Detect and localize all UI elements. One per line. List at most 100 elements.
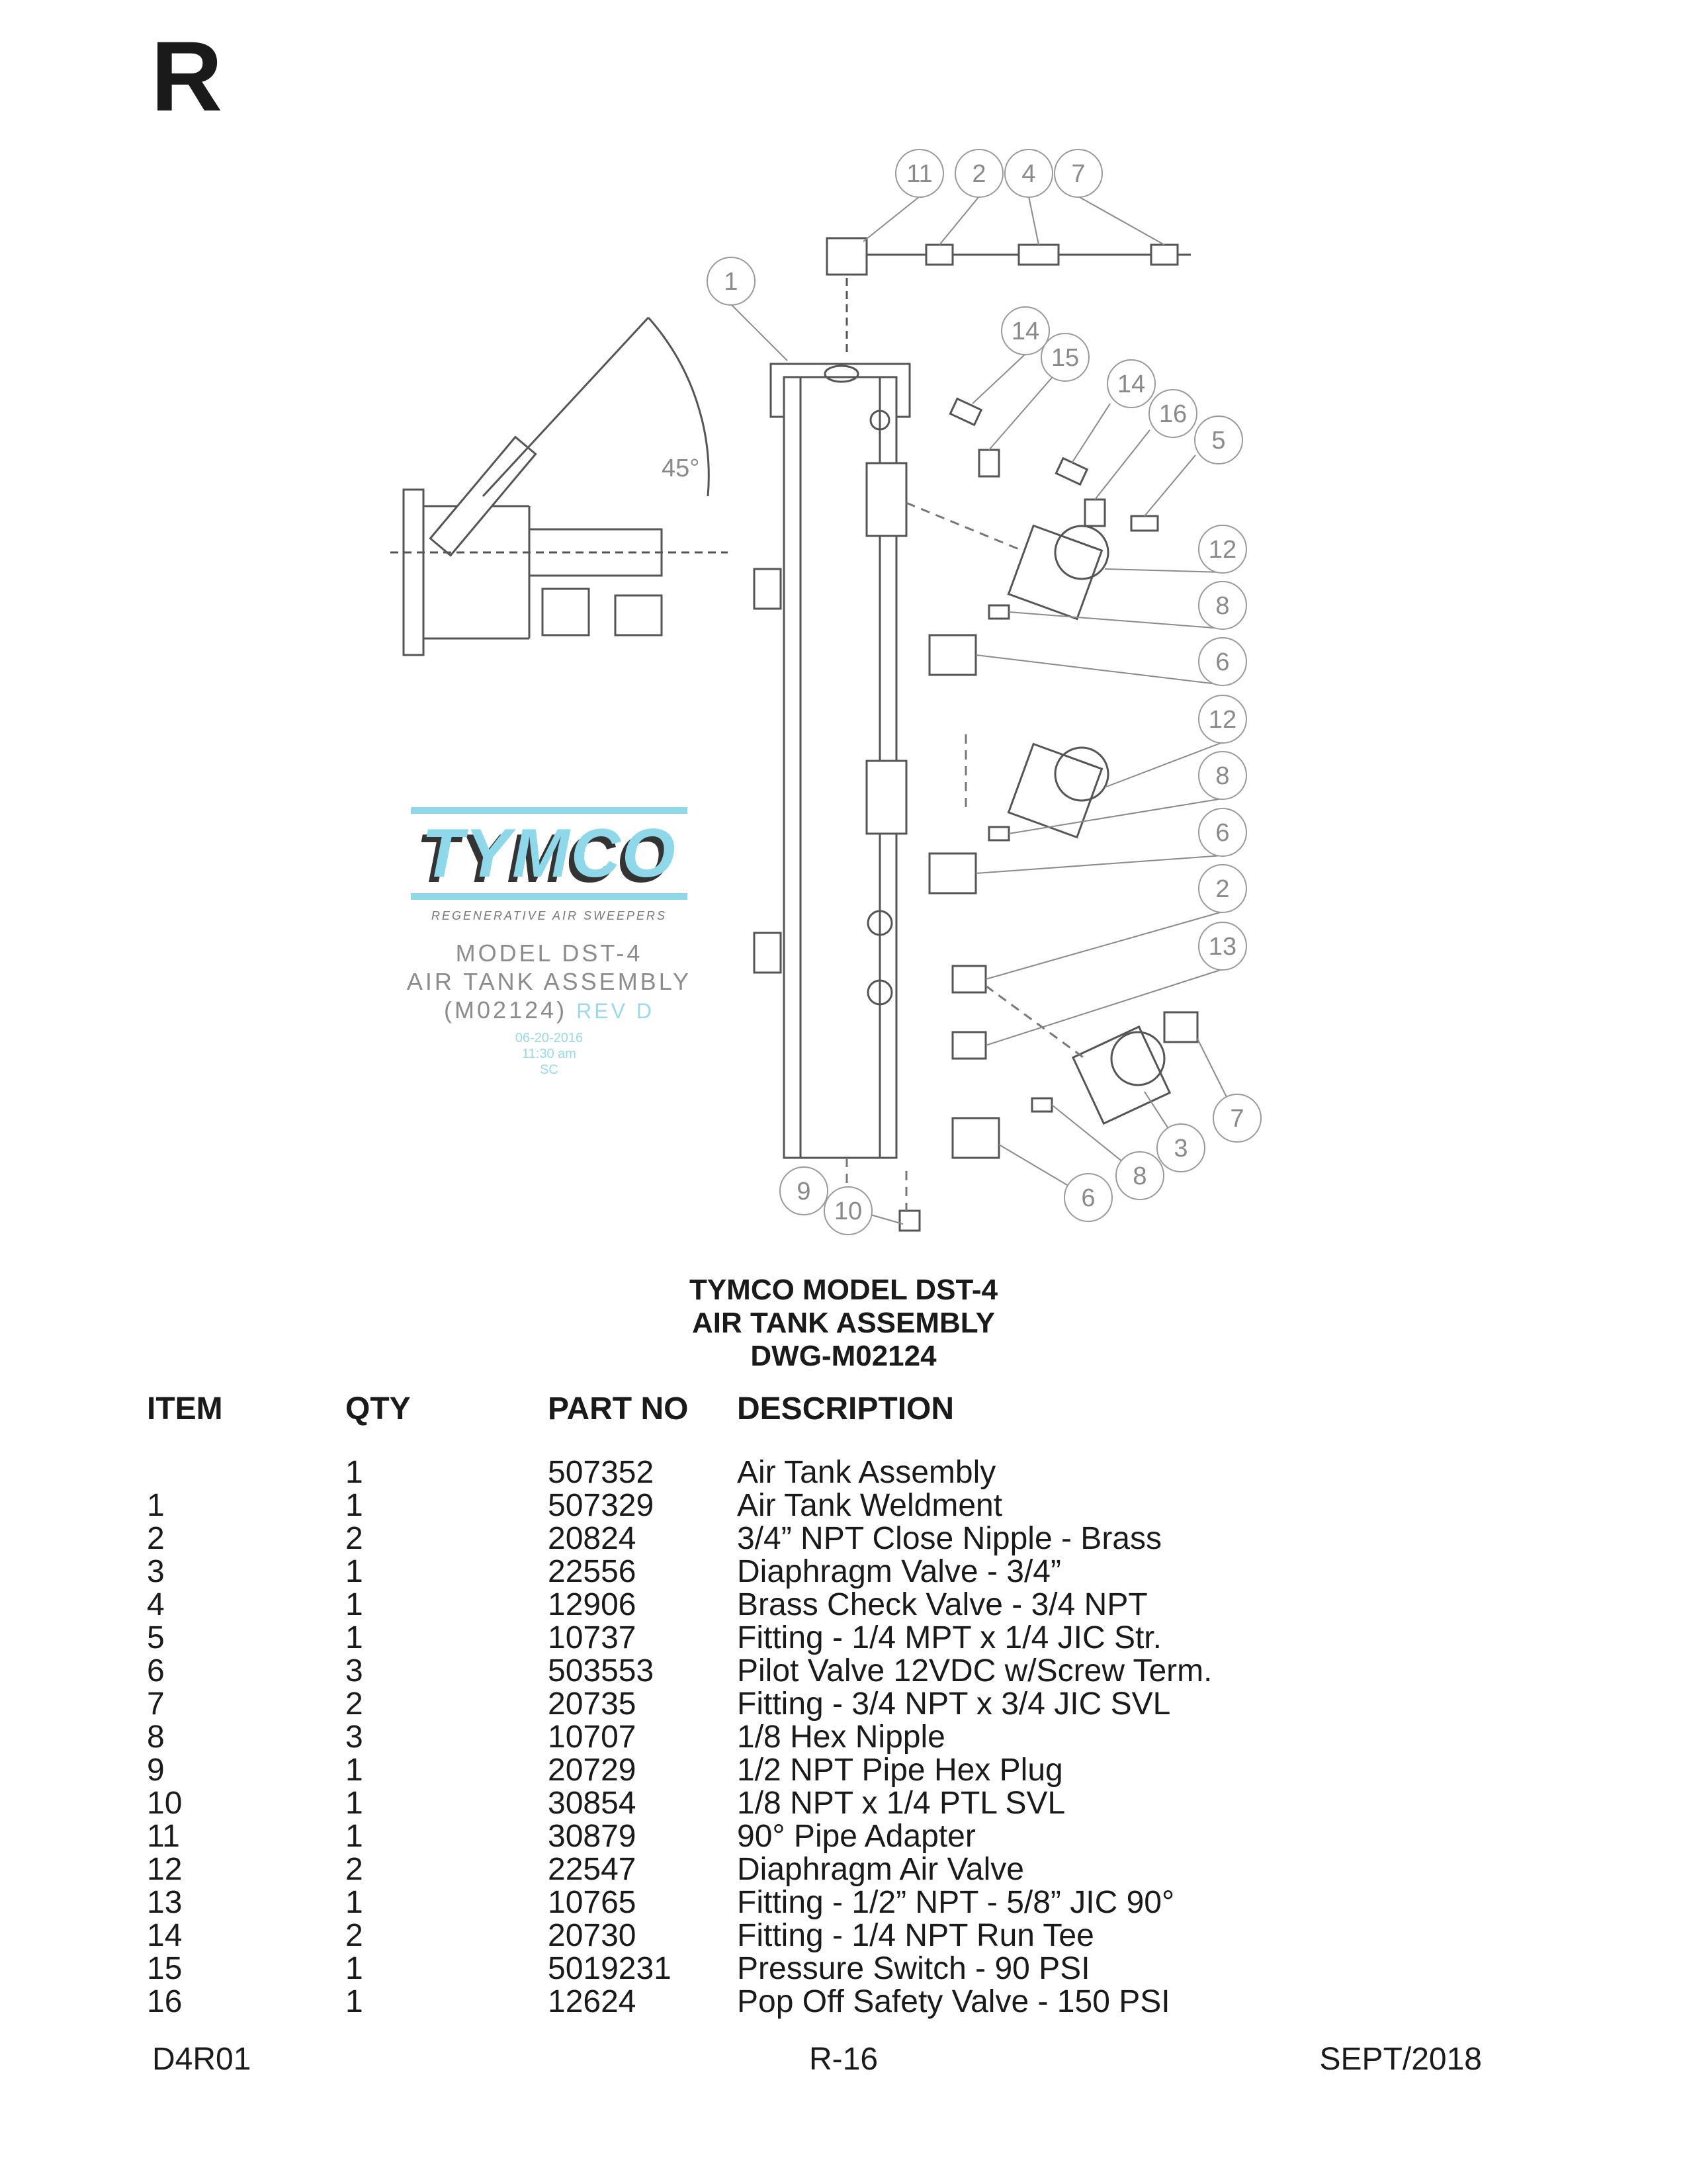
diaphragm-valve-upper bbox=[1007, 524, 1109, 621]
callout-balloon bbox=[955, 149, 1004, 198]
callout-balloon bbox=[1148, 389, 1197, 438]
callout-balloon bbox=[1041, 333, 1090, 382]
callout-number: 12 bbox=[1209, 706, 1236, 734]
stamp-assembly: AIR TANK ASSEMBLY bbox=[406, 968, 692, 996]
cell-part-no: 20735 bbox=[548, 1686, 636, 1722]
callout-14: 14 bbox=[1001, 306, 1050, 355]
callout-balloon bbox=[1054, 149, 1103, 198]
footer-doc-code: D4R01 bbox=[152, 2042, 251, 2077]
cell-qty: 1 bbox=[345, 1488, 363, 1523]
small-fittings bbox=[836, 397, 1199, 1232]
callout-balloon bbox=[1198, 695, 1247, 744]
cell-item: 4 bbox=[147, 1587, 165, 1622]
cell-qty: 1 bbox=[345, 1554, 363, 1589]
diaphragm-valve-lower bbox=[1071, 1025, 1172, 1125]
header-description: DESCRIPTION bbox=[737, 1391, 955, 1426]
stamp-drawing-number: (M02124) bbox=[444, 996, 568, 1024]
cell-item: 7 bbox=[147, 1686, 165, 1722]
callout-13: 13 bbox=[1198, 922, 1247, 971]
cell-item: 3 bbox=[147, 1554, 165, 1589]
callout-balloon bbox=[779, 1166, 828, 1215]
cell-item: 2 bbox=[147, 1521, 165, 1556]
stamp-model: MODEL DST-4 bbox=[455, 939, 643, 967]
cell-part-no: 10765 bbox=[548, 1885, 636, 1920]
side-view-inset bbox=[390, 316, 728, 656]
cell-qty: 3 bbox=[345, 1720, 363, 1755]
tank-port-stubs bbox=[753, 462, 908, 974]
cell-description: Diaphragm Air Valve bbox=[737, 1852, 1024, 1887]
table-row: 1 507352 Air Tank Assembly bbox=[147, 1456, 1332, 1489]
cell-description: Air Tank Assembly bbox=[737, 1455, 996, 1490]
callout-8: 8 bbox=[1198, 751, 1247, 800]
cell-qty: 1 bbox=[345, 1455, 363, 1490]
pilot-valves bbox=[928, 634, 1000, 1159]
callout-16: 16 bbox=[1148, 389, 1197, 438]
cell-description: Air Tank Weldment bbox=[737, 1488, 1003, 1523]
tymco-logo: TYMCO bbox=[411, 807, 687, 900]
cell-part-no: 507329 bbox=[548, 1488, 654, 1523]
stamp-revision: REV D bbox=[576, 999, 654, 1024]
stamp-time: 11:30 am bbox=[522, 1046, 576, 1061]
cell-part-no: 503553 bbox=[548, 1653, 654, 1688]
cell-item: 12 bbox=[147, 1852, 183, 1887]
cell-part-no: 22547 bbox=[548, 1852, 636, 1887]
callout-number: 7 bbox=[1230, 1105, 1244, 1133]
tymco-logo-stamp: TYMCO REGENERATIVE AIR SWEEPERS MODEL DS… bbox=[397, 807, 701, 1078]
callout-number: 16 bbox=[1159, 400, 1187, 428]
callout-10: 10 bbox=[824, 1186, 873, 1235]
callout-15: 15 bbox=[1041, 333, 1090, 382]
title-line-2: AIR TANK ASSEMBLY bbox=[692, 1307, 995, 1339]
title-line-3: DWG-M02124 bbox=[750, 1340, 937, 1372]
title-line-1: TYMCO MODEL DST-4 bbox=[689, 1274, 998, 1306]
cell-description: 1/2 NPT Pipe Hex Plug bbox=[737, 1753, 1063, 1788]
callout-balloon bbox=[1064, 1173, 1113, 1222]
logo-tagline: REGENERATIVE AIR SWEEPERS bbox=[431, 909, 668, 922]
callout-2: 2 bbox=[1198, 864, 1247, 913]
callout-7: 7 bbox=[1213, 1094, 1262, 1143]
callout-balloon bbox=[895, 149, 944, 198]
cell-qty: 2 bbox=[345, 1686, 363, 1722]
cell-description: Fitting - 1/2” NPT - 5/8” JIC 90° bbox=[737, 1885, 1175, 1920]
cell-part-no: 10737 bbox=[548, 1620, 636, 1655]
callout-number: 5 bbox=[1211, 427, 1225, 455]
cell-qty: 1 bbox=[345, 1753, 363, 1788]
cell-part-no: 507352 bbox=[548, 1455, 654, 1490]
callout-11: 11 bbox=[895, 149, 944, 198]
callout-6: 6 bbox=[1064, 1173, 1113, 1222]
cell-qty: 3 bbox=[345, 1653, 363, 1688]
cell-item: 6 bbox=[147, 1653, 165, 1688]
callout-6: 6 bbox=[1198, 808, 1247, 857]
callout-balloon bbox=[1198, 922, 1247, 971]
cell-item: 10 bbox=[147, 1786, 183, 1821]
cell-part-no: 10707 bbox=[548, 1720, 636, 1755]
header-item: ITEM bbox=[147, 1391, 223, 1426]
callout-14: 14 bbox=[1107, 359, 1156, 408]
cell-description: Diaphragm Valve - 3/4” bbox=[737, 1554, 1061, 1589]
angle-label: 45° bbox=[662, 455, 699, 482]
parts-table-header: ITEM QTY PART NO DESCRIPTION bbox=[147, 1393, 1332, 1456]
callout-balloon bbox=[1198, 525, 1247, 574]
callout-balloon bbox=[1198, 751, 1247, 800]
cell-part-no: 20824 bbox=[548, 1521, 636, 1556]
callout-number: 4 bbox=[1021, 160, 1035, 188]
callout-number: 8 bbox=[1133, 1162, 1146, 1190]
callout-number: 1 bbox=[724, 268, 738, 296]
callout-balloon bbox=[1198, 808, 1247, 857]
cell-qty: 1 bbox=[345, 1587, 363, 1622]
stamp-date: 06-20-2016 bbox=[515, 1030, 584, 1045]
callout-number: 14 bbox=[1012, 318, 1039, 345]
callout-balloon bbox=[1004, 149, 1053, 198]
cell-description: 1/8 NPT x 1/4 PTL SVL bbox=[737, 1786, 1066, 1821]
cell-item: 14 bbox=[147, 1918, 183, 1953]
callout-balloon bbox=[1001, 306, 1050, 355]
